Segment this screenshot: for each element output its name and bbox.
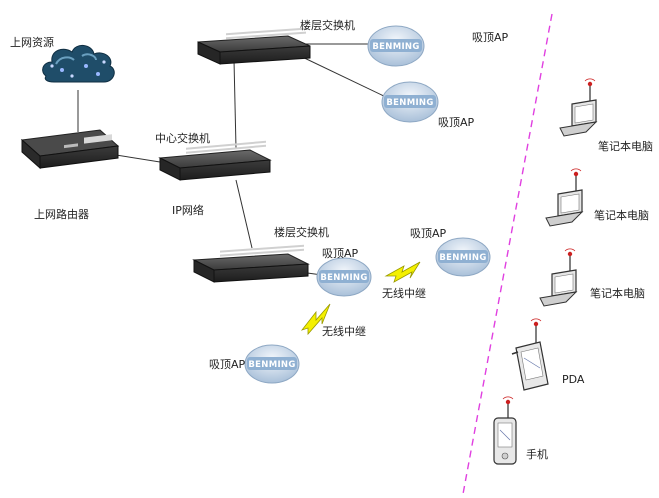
ap-top-mid-icon: BENMING xyxy=(381,81,439,123)
ap-brand-label: BENMING xyxy=(248,360,295,370)
floor-switch-top-label: 楼层交换机 xyxy=(300,18,355,32)
laptop-icon xyxy=(559,78,598,137)
ap-mid-right-label: 吸顶AP xyxy=(410,227,447,240)
ap-top-right-icon: BENMING xyxy=(367,25,425,67)
ap-brand-label: BENMING xyxy=(439,253,486,263)
phone-label: 手机 xyxy=(526,447,548,461)
ap-brand-label: BENMING xyxy=(372,42,419,52)
ap-mid-right-icon: BENMING xyxy=(435,237,491,277)
laptop-1-label: 笔记本电脑 xyxy=(598,139,653,153)
core-switch-label: 中心交换机 xyxy=(155,131,210,145)
ip-network-label: IP网络 xyxy=(172,203,204,217)
internet-label: 上网资源 xyxy=(10,35,54,49)
link-core-floor-bottom xyxy=(235,179,253,249)
lightning-bolt-icon xyxy=(384,261,421,283)
router-icon xyxy=(20,129,120,170)
connection-lines xyxy=(77,43,389,276)
floor-switch-bottom-label: 楼层交换机 xyxy=(274,225,329,239)
ap-brand-label: BENMING xyxy=(386,98,433,108)
ap-mid-label: 吸顶AP xyxy=(322,247,359,260)
relay-1-label: 无线中继 xyxy=(382,286,426,300)
floor-switch-top-icon xyxy=(197,27,311,65)
pda-label: PDA xyxy=(562,373,585,386)
ap-brand-label: BENMING xyxy=(320,273,367,283)
router-label: 上网路由器 xyxy=(34,207,89,221)
lightning-bolt-icon xyxy=(300,303,331,336)
phone-icon xyxy=(493,396,517,465)
laptop-3-label: 笔记本电脑 xyxy=(590,286,645,300)
ap-mid-icon: BENMING xyxy=(316,257,372,297)
link-router-core xyxy=(115,154,161,163)
cloud-icon xyxy=(42,45,115,83)
link-floor-ap-top-mid xyxy=(295,53,389,99)
ap-bottom-label: 吸顶AP xyxy=(209,358,246,371)
coverage-boundary-line xyxy=(462,13,553,495)
floor-switch-bottom-icon xyxy=(192,244,310,283)
laptop-icon xyxy=(539,248,578,307)
pda-icon xyxy=(511,318,549,391)
core-switch-icon xyxy=(158,140,272,181)
link-core-floor-top xyxy=(233,59,237,149)
laptop-icon xyxy=(545,168,584,227)
ap-top-right-label: 吸顶AP xyxy=(472,31,509,44)
ap-top-mid-label: 吸顶AP xyxy=(438,116,475,129)
relay-2-label: 无线中继 xyxy=(322,324,366,338)
ap-bottom-icon: BENMING xyxy=(244,344,300,384)
laptop-2-label: 笔记本电脑 xyxy=(594,208,649,222)
